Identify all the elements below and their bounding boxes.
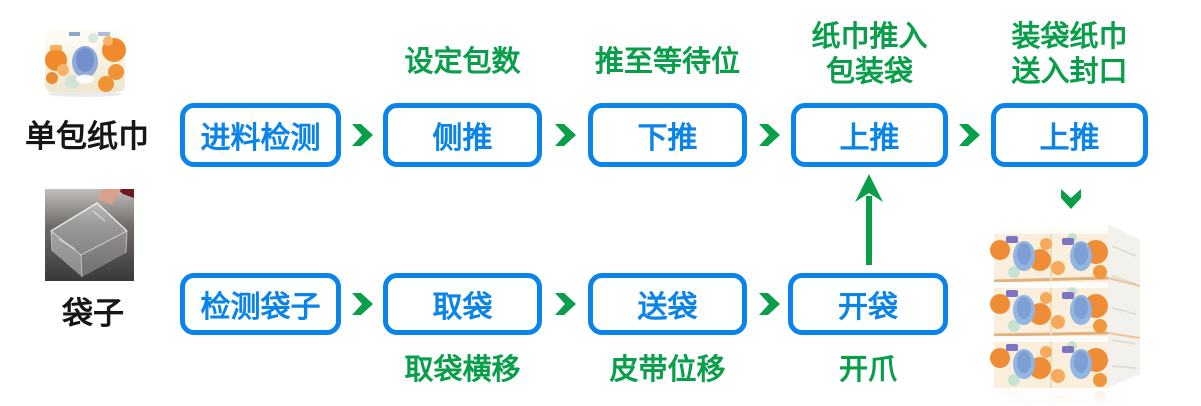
chevron-right-icon: [757, 122, 783, 148]
step-label: 上推: [1039, 121, 1100, 156]
step-box-send-bag: 送袋: [588, 273, 747, 335]
step-box-down-push: 下推: [588, 103, 747, 167]
step-label: 进料检测: [200, 121, 321, 156]
step-label: 取袋: [432, 290, 493, 325]
source-label-tissue: 单包纸巾: [25, 119, 149, 155]
chevron-right-icon: [757, 291, 783, 317]
chevron-right-icon: [350, 122, 376, 148]
note-tissue-into-bag: 纸巾推入 包装袋: [791, 19, 948, 89]
note-set-pack-count: 设定包数: [404, 44, 521, 78]
step-label: 上推: [839, 121, 900, 156]
step-box-up-push-2: 上推: [991, 103, 1148, 167]
note-line: 包装袋: [825, 54, 913, 88]
note-bagged-to-sealing: 装袋纸巾 送入封口: [991, 19, 1148, 89]
chevron-right-icon: [553, 122, 579, 148]
step-label: 开袋: [838, 290, 898, 325]
step-box-detect-bag: 检测袋子: [180, 273, 341, 335]
chevron-down-icon: [1059, 188, 1083, 210]
step-label: 送袋: [637, 290, 698, 325]
step-label: 检测袋子: [200, 290, 321, 325]
note-line: 装袋纸巾: [1011, 19, 1128, 53]
chevron-right-icon: [350, 291, 376, 317]
stacked-tissue-packs-photo: [988, 224, 1152, 406]
step-label: 侧推: [432, 121, 493, 156]
note-line: 纸巾推入: [811, 19, 928, 53]
step-box-take-bag: 取袋: [383, 273, 542, 335]
step-box-up-push-1: 上推: [791, 103, 948, 167]
tissue-pack-photo: [45, 28, 126, 97]
step-label: 下推: [637, 121, 698, 156]
step-box-open-bag: 开袋: [788, 273, 948, 335]
note-open-claw: 开爪: [838, 352, 897, 386]
source-label-bag: 袋子: [62, 296, 124, 332]
note-take-bag-traverse: 取袋横移: [404, 352, 521, 386]
arrow-up-icon: [853, 174, 885, 266]
note-push-to-waiting: 推至等待位: [594, 44, 740, 78]
chevron-right-icon: [553, 291, 579, 317]
step-box-side-push: 侧推: [383, 103, 542, 167]
note-line: 送入封口: [1011, 54, 1128, 88]
step-box-feed-detection: 进料检测: [180, 103, 341, 167]
chevron-right-icon: [957, 122, 983, 148]
plastic-bag-photo: [45, 189, 134, 281]
note-belt-displacement: 皮带位移: [609, 352, 726, 386]
